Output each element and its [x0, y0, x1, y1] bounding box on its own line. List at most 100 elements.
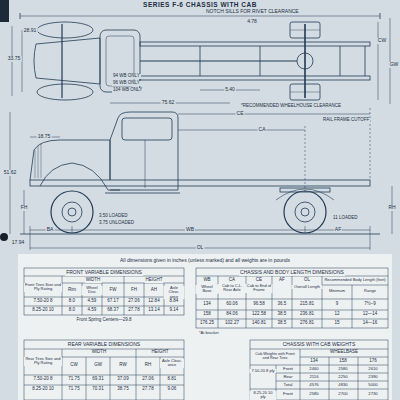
table-cell: 9.06 [167, 387, 178, 392]
dimension-label: 5.40 [224, 87, 236, 93]
table-cell: 8.25-20 10 [31, 387, 55, 392]
table-cell: 71.75 [67, 387, 80, 392]
table-cell: 2700 [337, 392, 348, 397]
table-cell: Overall Length [292, 285, 323, 289]
table-cell: HEIGHT [144, 278, 163, 283]
table-cell: 2460 [308, 367, 319, 372]
table-cell: Front Spring Centers—29.8 [75, 318, 132, 323]
dimension-label: 17.94 [11, 240, 26, 246]
table-cell: HEIGHT [150, 350, 169, 355]
table-cell: REAR VARIABLE DIMENSIONS [67, 342, 141, 348]
table-cell: Front Tires Size and Ply Rating [24, 283, 62, 292]
dimension-label: 3.50 LOADED [98, 214, 129, 219]
table-cell: 67.17 [106, 299, 119, 304]
table-cell: 96.58 [252, 302, 265, 307]
table-cell: 158 [202, 312, 212, 317]
table-cell: 8.25-20 10 [31, 308, 55, 313]
dimension-label: 28.91 [23, 28, 38, 34]
dimension-label: GW [389, 62, 400, 68]
table-cell: CW [69, 363, 79, 368]
table-cell: 4576 [308, 383, 319, 388]
table-cell: 176.25 [199, 321, 215, 326]
dimension-label: 104 WB ONLY [112, 88, 143, 93]
table-cell: WHEELBASE [329, 350, 359, 355]
table-cell: 13.14 [147, 308, 160, 313]
dimension-label: 18.75 [37, 134, 52, 140]
table-cell: 8.0 [68, 308, 76, 313]
drawing-title: SERIES F-6 CHASSIS WITH CAB [142, 1, 258, 8]
table-cell: Front [282, 367, 294, 372]
dimension-label: 3.75 UNLOADED [98, 221, 135, 226]
dimension-label: 51.62 [3, 170, 18, 176]
table-cell: 134 [309, 359, 319, 364]
dimension-label: AF [334, 227, 342, 233]
table-cell: 14—16 [362, 321, 379, 326]
table-cell: Range [363, 289, 377, 293]
table-cell: 4830 [337, 383, 348, 388]
table-cell: 84.06 [225, 312, 238, 317]
table-cell: 5000 [367, 383, 378, 388]
table-cell: CE [255, 278, 263, 283]
table-cell: Rear [282, 375, 293, 380]
table-cell: 7½–9 [363, 302, 376, 307]
table-cell: 2580 [337, 367, 348, 372]
table-cell: 215.81 [299, 302, 315, 307]
dimension-label: WB [185, 227, 195, 233]
table-cell: GW [93, 363, 103, 368]
table-cell: WIDTH [85, 278, 102, 283]
table-cell: Rim [67, 288, 77, 293]
table-cell: 37.09 [116, 377, 129, 382]
table-cell: AF [278, 278, 286, 283]
table-cell: 7.50-20 8 [32, 377, 53, 382]
table-cell: 27.06 [141, 377, 154, 382]
table-cell: 158 [338, 359, 348, 364]
table-cell: 122.58 [251, 312, 267, 317]
table-cell: 60.06 [225, 302, 238, 307]
table-cell: Recommended Body Length (feet) [323, 278, 387, 282]
table-cell: Minimum [328, 289, 346, 293]
dimension-label: 4.78 [246, 19, 258, 25]
table-cell: 2250 [337, 375, 348, 380]
table-cell: CA [228, 278, 236, 283]
table-cell: 176 [368, 359, 378, 364]
table-cell: 276.81 [299, 321, 315, 326]
table-cell: Total [283, 383, 294, 388]
table-cell: Wheel Disc [82, 286, 103, 295]
dimension-label: 96 WB ONLY [112, 81, 141, 86]
table-cell: AH [150, 288, 158, 293]
dimension-label: RH [387, 205, 396, 211]
table-cell: Axle Clear-ance [160, 359, 184, 368]
dimension-label: BA [46, 227, 55, 233]
table-cell: 71.75 [67, 377, 80, 382]
table-cell: 69.31 [91, 377, 104, 382]
table-cell: 38.75 [116, 387, 129, 392]
table-cell: Wheel Base [196, 285, 219, 294]
table-cell: 27.78 [127, 308, 140, 313]
table-cell: Rear Tires Size and Ply Rating [24, 357, 62, 366]
table-cell: CHASSIS WITH CAB WEIGHTS [282, 342, 357, 348]
table-cell: 27.06 [127, 299, 140, 304]
table-cell: Axle Clear-ance [164, 286, 185, 299]
dimension-label: *RECOMMENDED WHEELHOUSE CLEARANCE [240, 104, 342, 109]
table-cell: OL [303, 278, 311, 283]
table-cell: Front [282, 392, 294, 397]
table-cell: FW [109, 288, 118, 293]
table-cell: 2610 [367, 367, 378, 372]
table-cell: All dimensions given in inches (unless m… [119, 258, 291, 264]
table-cell: WB [202, 278, 211, 283]
table-cell: 38.5 [277, 321, 288, 326]
table-cell: 2580 [308, 392, 319, 397]
table-cell: 7.50-20 8 [32, 299, 53, 304]
dimension-label: 75.62 [161, 100, 176, 106]
table-cell: CHASSIS AND BODY LENGTH DIMENSIONS [239, 270, 345, 276]
table-cell: Cab to C.L. Rear Axle [218, 284, 247, 293]
table-cell: FRONT VARIABLE DIMENSIONS [65, 270, 143, 276]
dimension-label: 11 LOADED [332, 216, 358, 221]
table-cell: 15 [333, 321, 340, 326]
table-cell: 12.84 [147, 299, 160, 304]
table-cell: 2730 [367, 392, 378, 397]
table-cell: 68.37 [106, 308, 119, 313]
table-cell: 8.81 [167, 377, 178, 382]
table-cell: Cab Weights with Front and Rear Tires [251, 352, 299, 360]
